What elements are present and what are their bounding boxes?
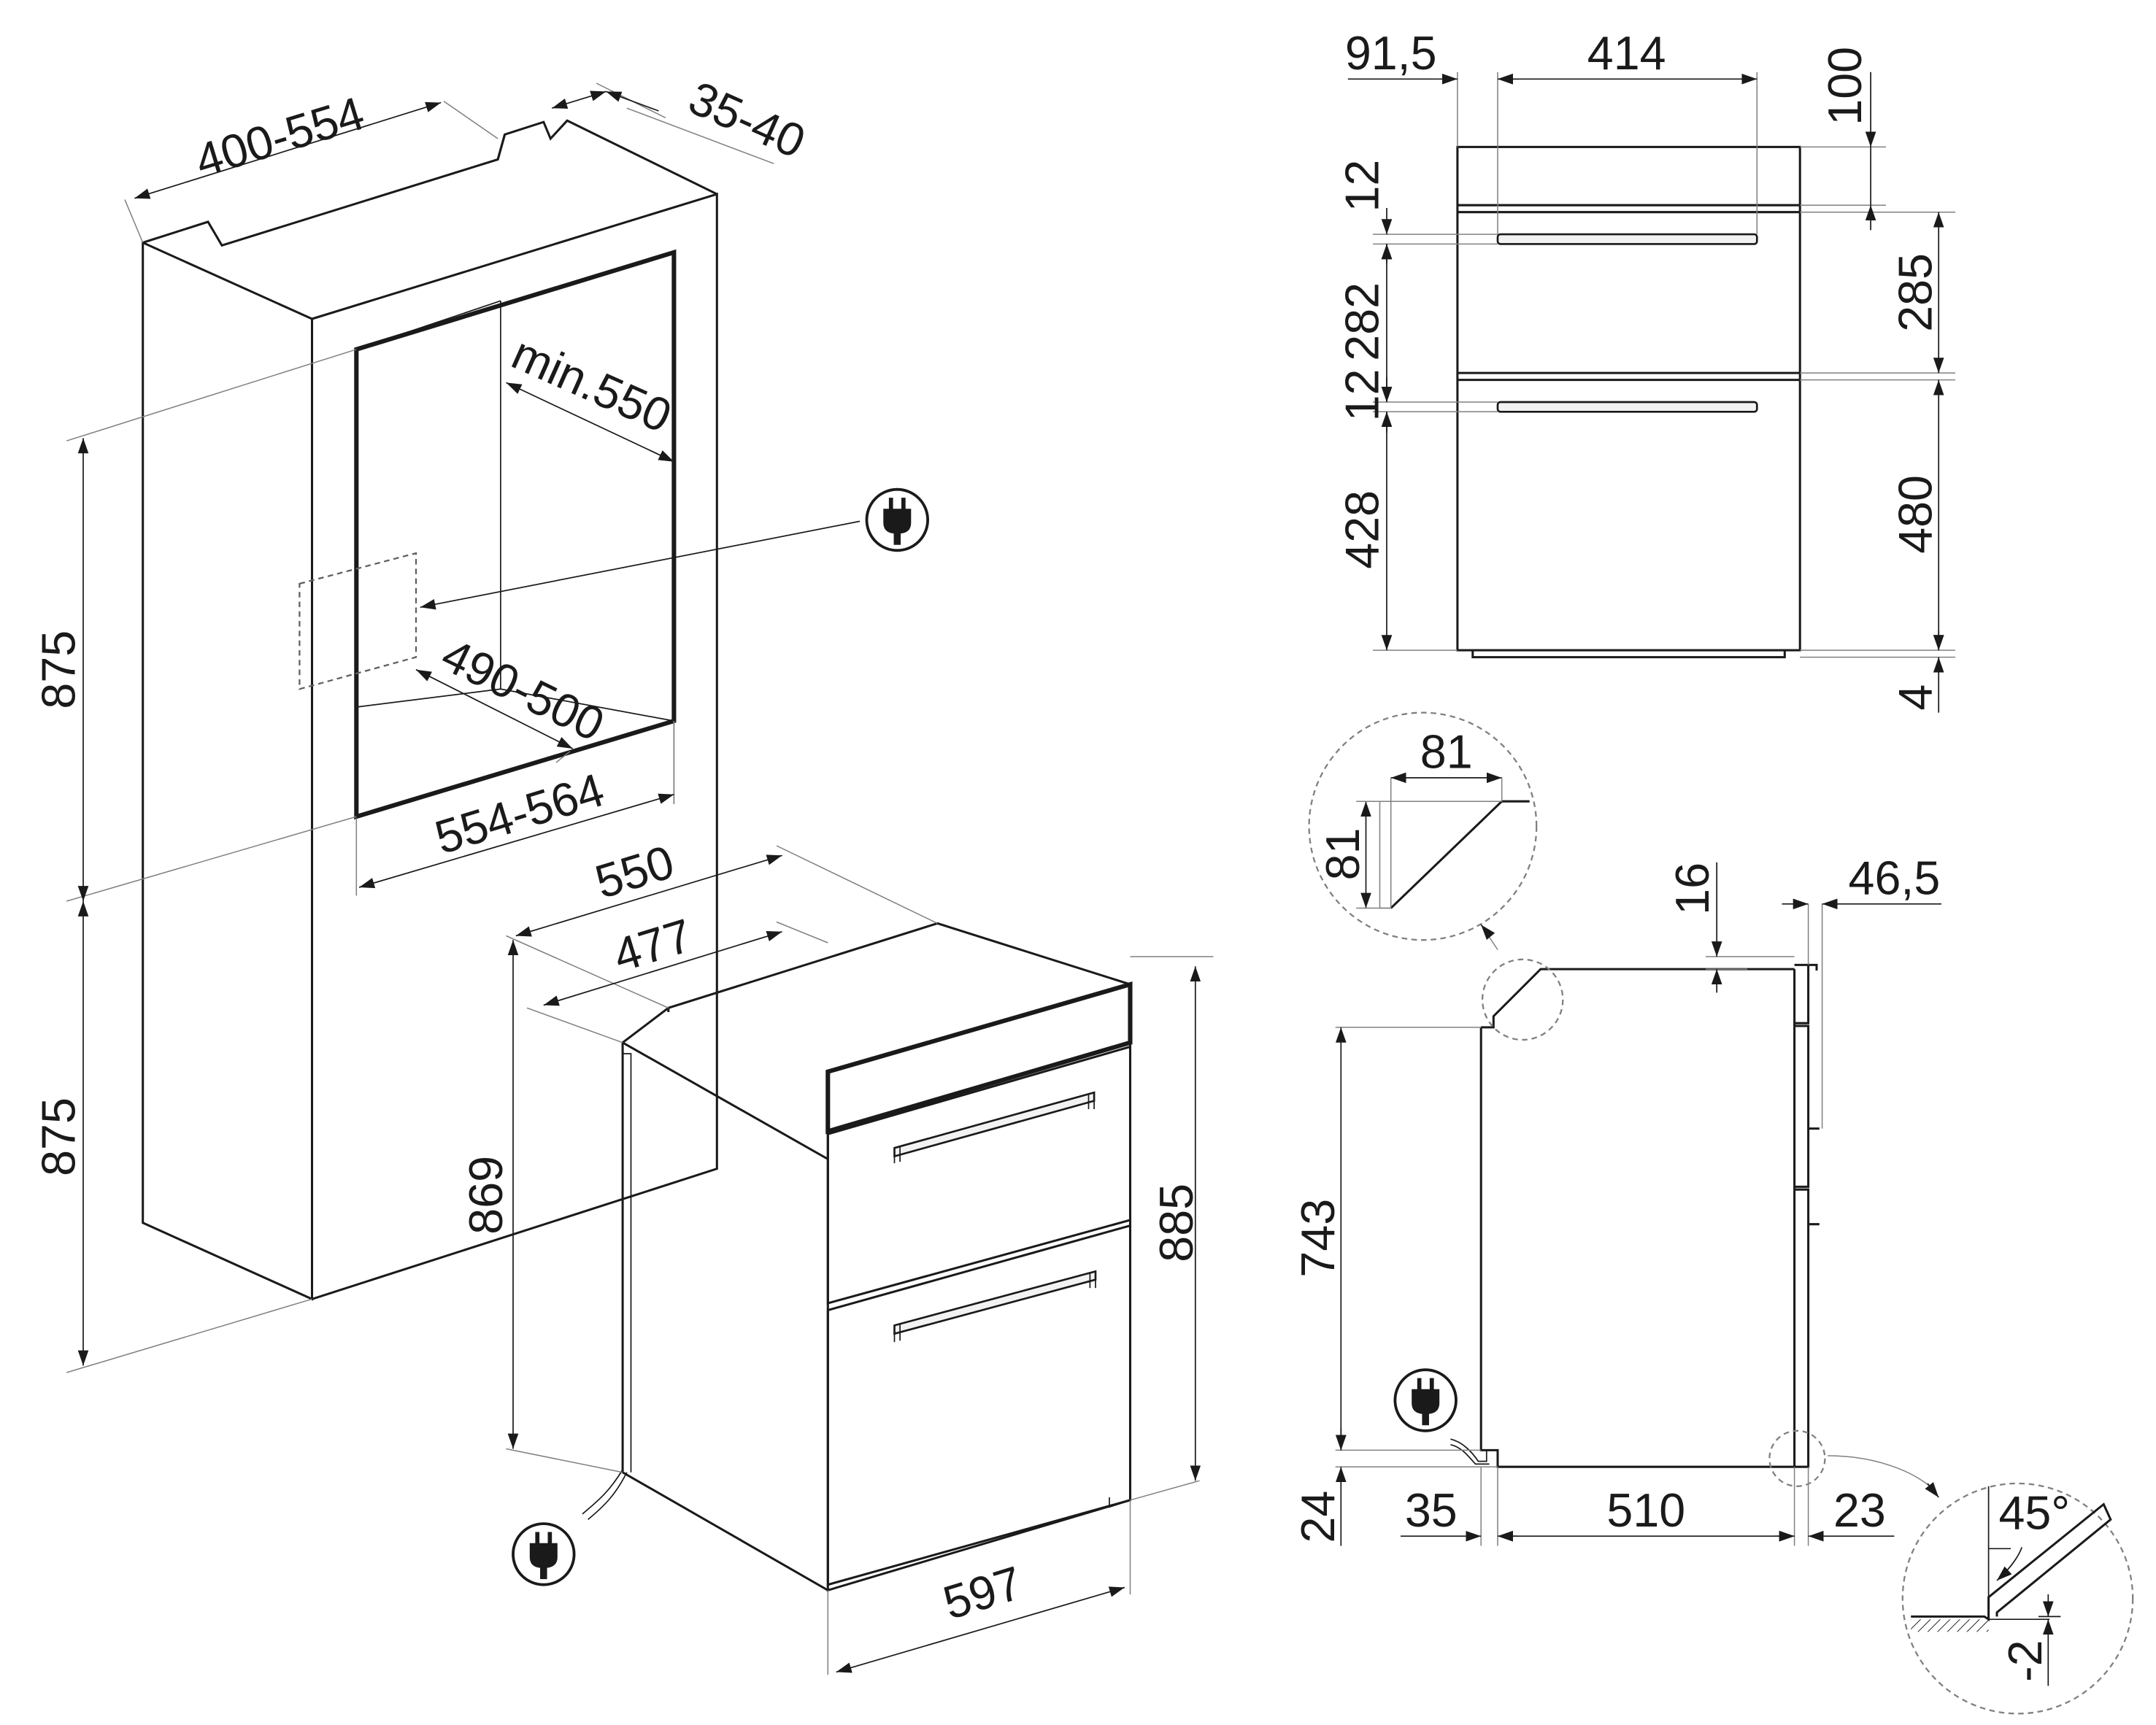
foot-label: 4 [1890,684,1942,711]
opening-depth-label: 490-500 [434,628,612,752]
oven-depth-body-label: 477 [607,908,698,981]
angle-label: 45° [1998,1487,2070,1540]
chamfer-width-label: 81 [1420,726,1473,779]
left-offset-label: 91,5 [1345,27,1437,80]
cabinet-dimensions: 400-554 35-40 min.550 490-500 554-564 87… [33,72,813,1366]
front-thickness-label: 46,5 [1849,852,1941,905]
side-view [1308,711,2134,1715]
upper-height-label: 875 [33,630,85,709]
cabinet-width-label: 400-554 [189,87,370,188]
oven-drawing [506,845,1214,1675]
side-view-dimensions: 16 46,5 743 24 35 510 23 [1292,852,1941,1546]
top-step-label: 16 [1666,863,1719,915]
cabinet-drawing [66,82,774,1373]
tilt-label: -2 [1999,1640,2052,1681]
angle-detail: 45° -2 [1911,1486,2112,1686]
rear-offset-label: 35 [1405,1484,1458,1537]
lower-cavity-label: 480 [1890,475,1942,554]
opening-width-label: 554-564 [429,763,610,864]
plinth-label: 24 [1292,1491,1344,1543]
front-offset-label: 23 [1833,1484,1886,1537]
middle-gap-label: 12 [1336,369,1389,422]
upper-cavity-label: 285 [1890,253,1942,332]
lower-door-label: 428 [1336,490,1389,569]
power-plug-icon [865,487,929,552]
oven-front-width-label: 597 [937,1556,1028,1629]
upper-door-label: 282 [1336,282,1389,361]
side-plug-icon [1393,1368,1458,1432]
depth-min-label: min.550 [504,326,679,442]
front-view-dimensions: 91,5 414 100 12 282 12 428 285 480 4 [1336,27,1944,713]
chamfer-height-label: 81 [1317,827,1369,880]
lower-height-label: 875 [33,1097,85,1176]
handle-width-label: 414 [1587,27,1666,80]
front-view [1372,72,1955,659]
top-gap-label: 12 [1336,160,1389,212]
chamfer-detail: 81 81 [1317,726,1530,909]
side-body-height-label: 743 [1292,1199,1344,1278]
top-band-label: 100 [1819,47,1871,126]
side-body-depth-label: 510 [1606,1484,1685,1537]
oven-depth-total-label: 550 [589,836,679,908]
oven-front-height-label: 885 [1150,1184,1203,1262]
oven-body-height-label: 869 [460,1156,512,1235]
oven-plug-icon [512,1522,576,1586]
